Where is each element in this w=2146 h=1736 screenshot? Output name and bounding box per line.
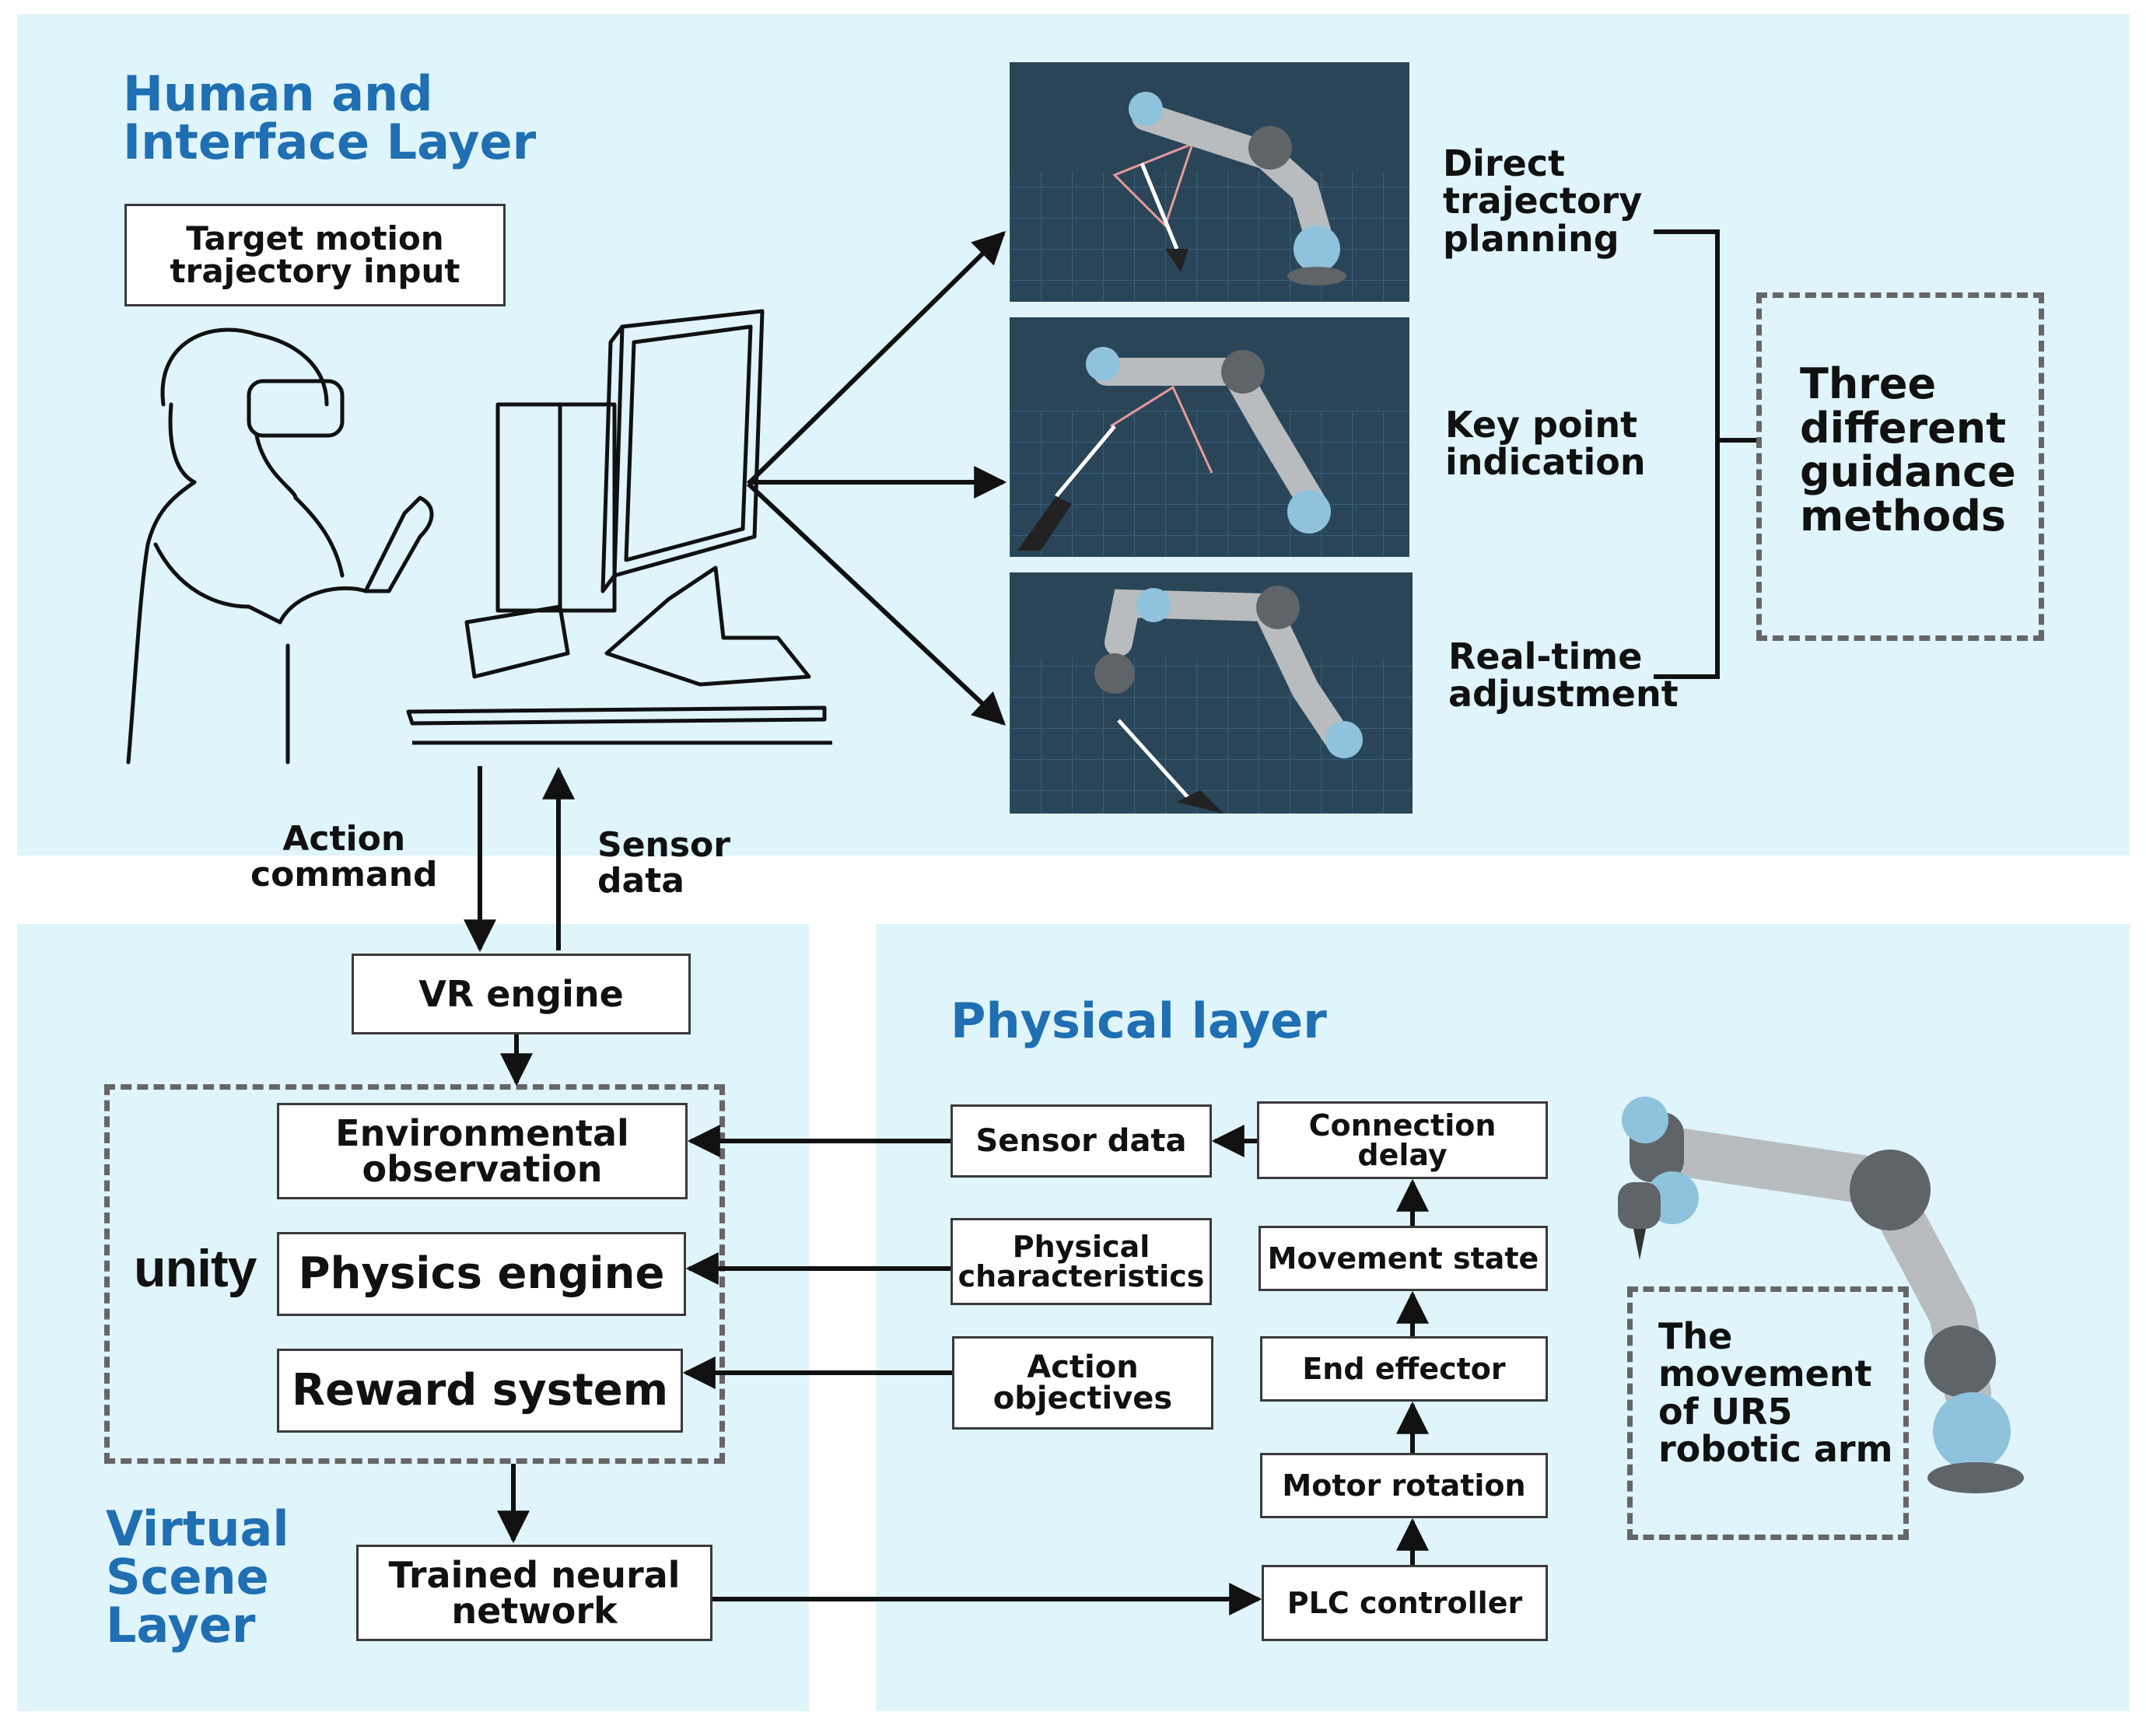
computer-lineart [406, 309, 832, 745]
ur5-caption-box [1627, 1286, 1909, 1540]
physical-characteristics-box: Physical characteristics [950, 1218, 1212, 1305]
reward-system-box: Reward system [277, 1349, 683, 1433]
real-time-label: Real-time adjustment [1448, 635, 1679, 716]
physical-layer-title: Physical layer [950, 992, 1327, 1049]
key-point-render [1010, 317, 1409, 557]
trained-nn-box: Trained neural network [356, 1545, 712, 1641]
action-objectives-box: Action objectives [952, 1336, 1213, 1430]
ur5-caption-label: The movement of UR5 robotic arm [1658, 1315, 1893, 1470]
connection-delay-box: Connection delay [1257, 1101, 1548, 1179]
three-methods-label: Three different guidance methods [1800, 359, 2016, 541]
sensor-data-label-top: Sensor data [597, 825, 730, 901]
key-point-label: Key point indication [1445, 404, 1646, 484]
real-time-render [1010, 572, 1413, 814]
vr-user-lineart [126, 327, 434, 765]
ur5-robot-illustration [1618, 1097, 2024, 1493]
physics-engine-box: Physics engine [277, 1232, 686, 1316]
movement-state-box: Movement state [1259, 1226, 1548, 1291]
unity-group-box [104, 1084, 725, 1464]
env-observation-box: Environmental observation [277, 1103, 688, 1199]
virtual-scene-layer-title: Virtual Scene Layer [106, 1500, 289, 1654]
action-command-label: Action command [250, 819, 438, 895]
guidance-methods-box [1756, 292, 2044, 641]
end-effector-box: End effector [1260, 1336, 1548, 1402]
target-input-box: Target motion trajectory input [124, 204, 506, 306]
sensor-data-box: Sensor data [950, 1104, 1212, 1178]
human-interface-layer-title: Human and Interface Layer [123, 65, 537, 170]
motor-rotation-box: Motor rotation [1260, 1453, 1548, 1518]
plc-controller-box: PLC controller [1262, 1565, 1548, 1641]
vr-engine-box: VR engine [352, 954, 691, 1034]
direct-trajectory-label: Direct trajectory planning [1443, 142, 1643, 260]
unity-logo: unity [134, 1239, 257, 1298]
direct-trajectory-render [1010, 62, 1409, 302]
